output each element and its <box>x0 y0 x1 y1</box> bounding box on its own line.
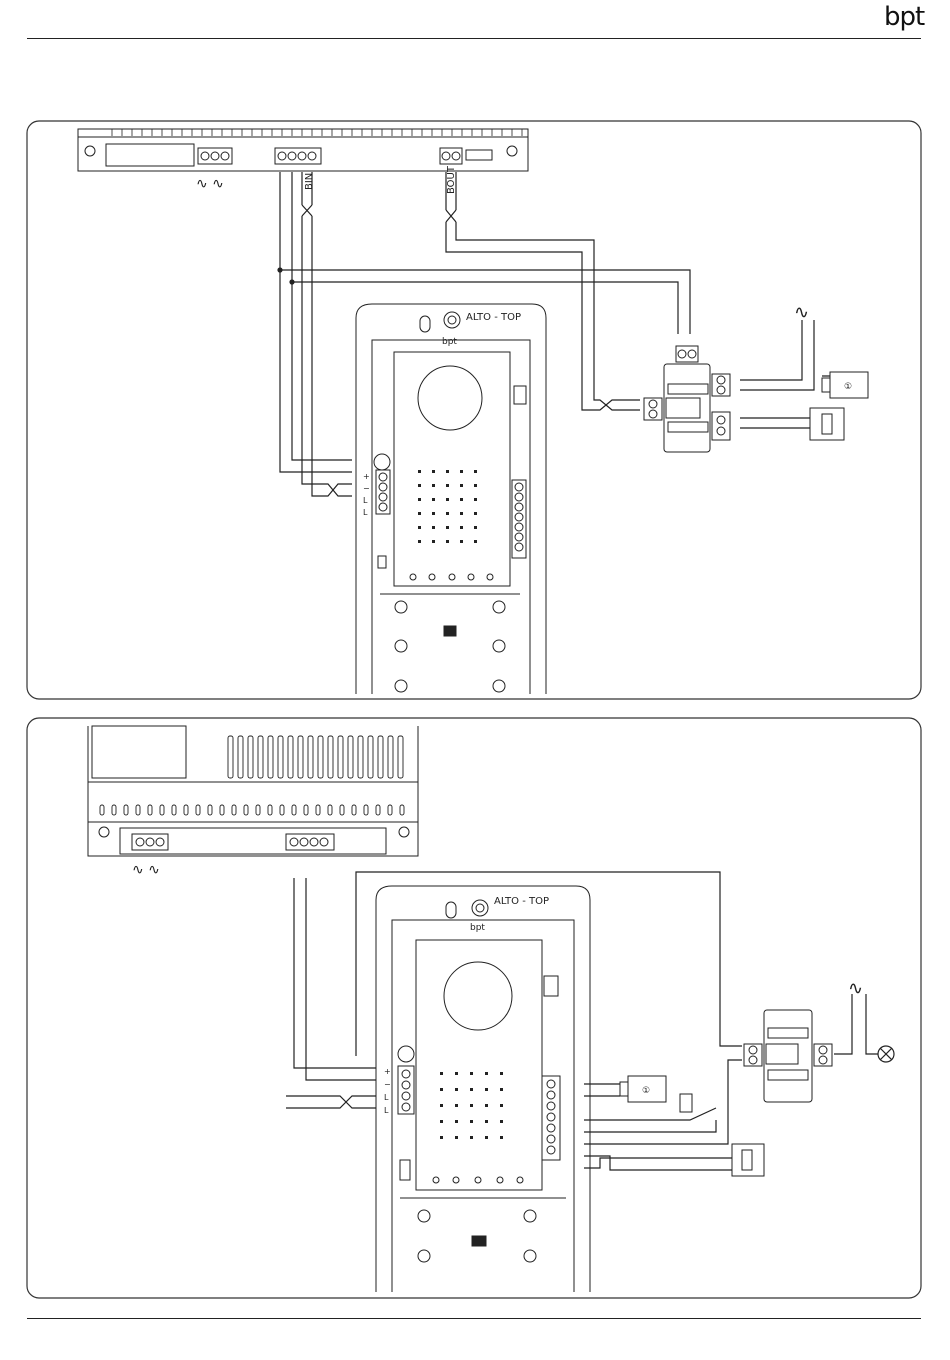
terminal-label-plus-bottom: + <box>384 1067 391 1076</box>
mains-symbol-bottom: ∿ <box>848 978 863 999</box>
lamp-icon <box>878 1046 894 1062</box>
power-supply-unit-bottom <box>88 726 418 856</box>
entrance-panel-label-bottom: ALTO - TOP <box>494 896 549 907</box>
door-switch <box>680 1094 692 1112</box>
wiring-diagram-bottom: ∿ ∿ ∿ ① <box>0 0 950 1310</box>
terminal-label-line-a-bottom: L <box>384 1093 389 1102</box>
entrance-panel-bottom <box>376 886 590 1292</box>
supply-ac-label-bottom: ∿ ∿ <box>132 862 160 878</box>
footer-rule <box>27 1318 921 1319</box>
speaker-grille-bottom <box>440 1072 503 1139</box>
relay-module-bottom <box>744 1010 832 1102</box>
push-button-bottom <box>732 1144 764 1176</box>
terminal-label-minus-bottom: − <box>384 1080 391 1089</box>
lock-symbol-bottom: ① <box>642 1086 650 1096</box>
terminal-label-line-b-bottom: L <box>384 1106 389 1115</box>
entrance-panel-logo-bottom: bpt <box>470 923 485 933</box>
